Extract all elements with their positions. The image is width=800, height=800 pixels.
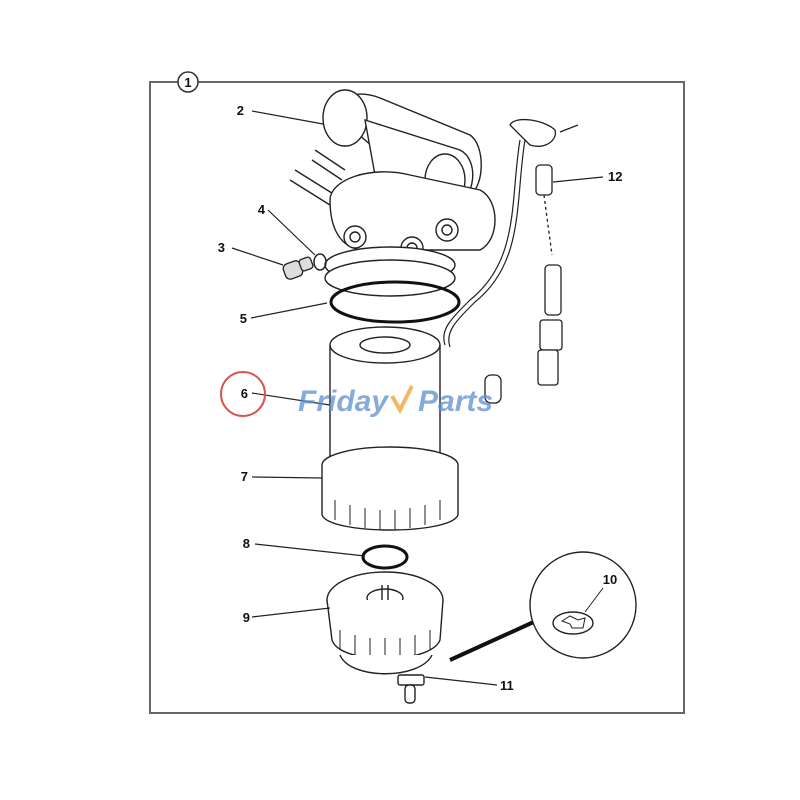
callout-3[interactable]: 3 [218,240,225,255]
callout-11[interactable]: 11 [500,678,514,693]
part-8-seal-ring[interactable] [361,544,409,570]
leader-lines [231,110,604,686]
part-9-water-bowl[interactable] [326,571,444,704]
detail-callout-10[interactable] [449,551,637,662]
diagram-frame [149,81,685,714]
part-3-drain-plug[interactable] [282,256,314,280]
part-12-sensor-harness[interactable] [484,118,579,404]
part-5-o-ring[interactable] [329,280,461,324]
svg-text:Parts: Parts [418,385,493,418]
harness-wire [443,139,521,346]
part-7-ring-nut[interactable] [321,446,459,531]
callout-8[interactable]: 8 [243,536,250,551]
callout-5[interactable]: 5 [240,311,247,326]
callout-7[interactable]: 7 [241,469,248,484]
watermark: Friday Parts [298,385,493,418]
callout-2[interactable]: 2 [237,103,244,118]
callout-1[interactable]: 1 [177,71,199,93]
svg-text:Friday: Friday [298,385,389,418]
part-2-filter-head[interactable] [289,89,496,297]
part-4-washer[interactable] [313,253,327,271]
check-icon [390,385,414,415]
callout-9[interactable]: 9 [243,610,250,625]
callout-4[interactable]: 4 [258,202,266,217]
callout-12[interactable]: 12 [608,169,622,184]
callout-10[interactable]: 10 [603,572,617,587]
callout-6[interactable]: 6 [241,386,248,401]
svg-text:1: 1 [184,75,191,90]
highlight-circle [220,371,266,417]
